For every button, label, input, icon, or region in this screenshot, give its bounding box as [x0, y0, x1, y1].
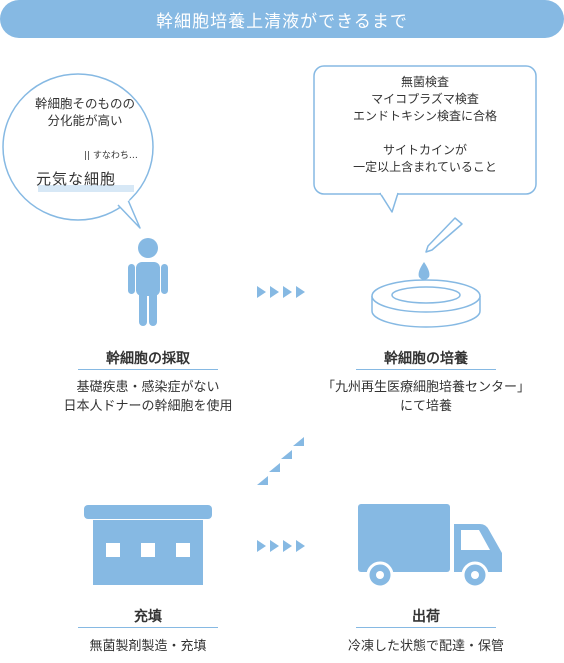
- pipette-icon: [425, 217, 463, 253]
- step-divider: [356, 369, 496, 370]
- step-title-filling: 充填: [134, 609, 162, 625]
- step-desc-filling: 無菌製剤製造・充填: [89, 639, 207, 654]
- step-desc-harvest-line1: 基礎疾患・感染症がない: [76, 380, 220, 395]
- truck-icon: [358, 504, 502, 589]
- step-title-shipping: 出荷: [412, 609, 440, 625]
- bubble-right-line5: 一定以上含まれていること: [353, 160, 497, 174]
- emphasis-underline: [38, 185, 134, 192]
- bubble-right-line1: 無菌検査: [400, 75, 449, 89]
- droplet-icon: [418, 262, 430, 280]
- bubble-right-text: 無菌検査 マイコプラズマ検査 エンドトキシン検査に合格: [314, 74, 536, 125]
- person-icon: [128, 238, 168, 326]
- step-title-harvest: 幹細胞の採取: [106, 351, 190, 367]
- step-divider: [78, 627, 218, 628]
- bubble-right-line2: マイコプラズマ検査: [371, 92, 479, 106]
- bubble-left-line1: 幹細胞そのものの: [34, 96, 135, 111]
- arrow-diagonal-icon: [257, 437, 304, 485]
- step-divider: [356, 627, 496, 628]
- speech-bubble-right: [313, 65, 537, 213]
- bubble-left-emphasis: 元気な細胞: [36, 170, 117, 188]
- bubble-left-text: 幹細胞そのものの 分化能が高い: [10, 95, 160, 129]
- petri-dish-icon: [371, 279, 481, 328]
- bubble-left-connector: || すなわち…: [84, 151, 138, 161]
- bubble-right-line4: サイトカインが: [382, 143, 467, 157]
- step-desc-harvest: 基礎疾患・感染症がない 日本人ドナーの幹細胞を使用: [18, 378, 278, 416]
- step-desc-culture-line2: にて培養: [399, 399, 452, 414]
- arrow-right-icon: [257, 286, 305, 298]
- arrow-right-icon: [257, 540, 305, 552]
- step-desc-shipping: 冷凍した状態で配達・保管: [347, 639, 504, 654]
- bubble-right-text-2: サイトカインが 一定以上含まれていること: [314, 142, 536, 176]
- bubble-right-line3: エンドトキシン検査に合格: [352, 109, 497, 123]
- factory-icon: [84, 505, 212, 585]
- page-title: 幹細胞培養上清液ができるまで: [0, 0, 564, 38]
- bubble-left-line2: 分化能が高い: [47, 113, 123, 128]
- step-desc-culture-line1: 「九州再生医療細胞培養センター」: [321, 380, 530, 395]
- step-desc-culture: 「九州再生医療細胞培養センター」 にて培養: [306, 378, 546, 416]
- speech-bubble-left: [2, 73, 154, 229]
- step-divider: [78, 369, 218, 370]
- step-desc-harvest-line2: 日本人ドナーの幹細胞を使用: [63, 399, 233, 414]
- step-title-culture: 幹細胞の培養: [384, 351, 468, 367]
